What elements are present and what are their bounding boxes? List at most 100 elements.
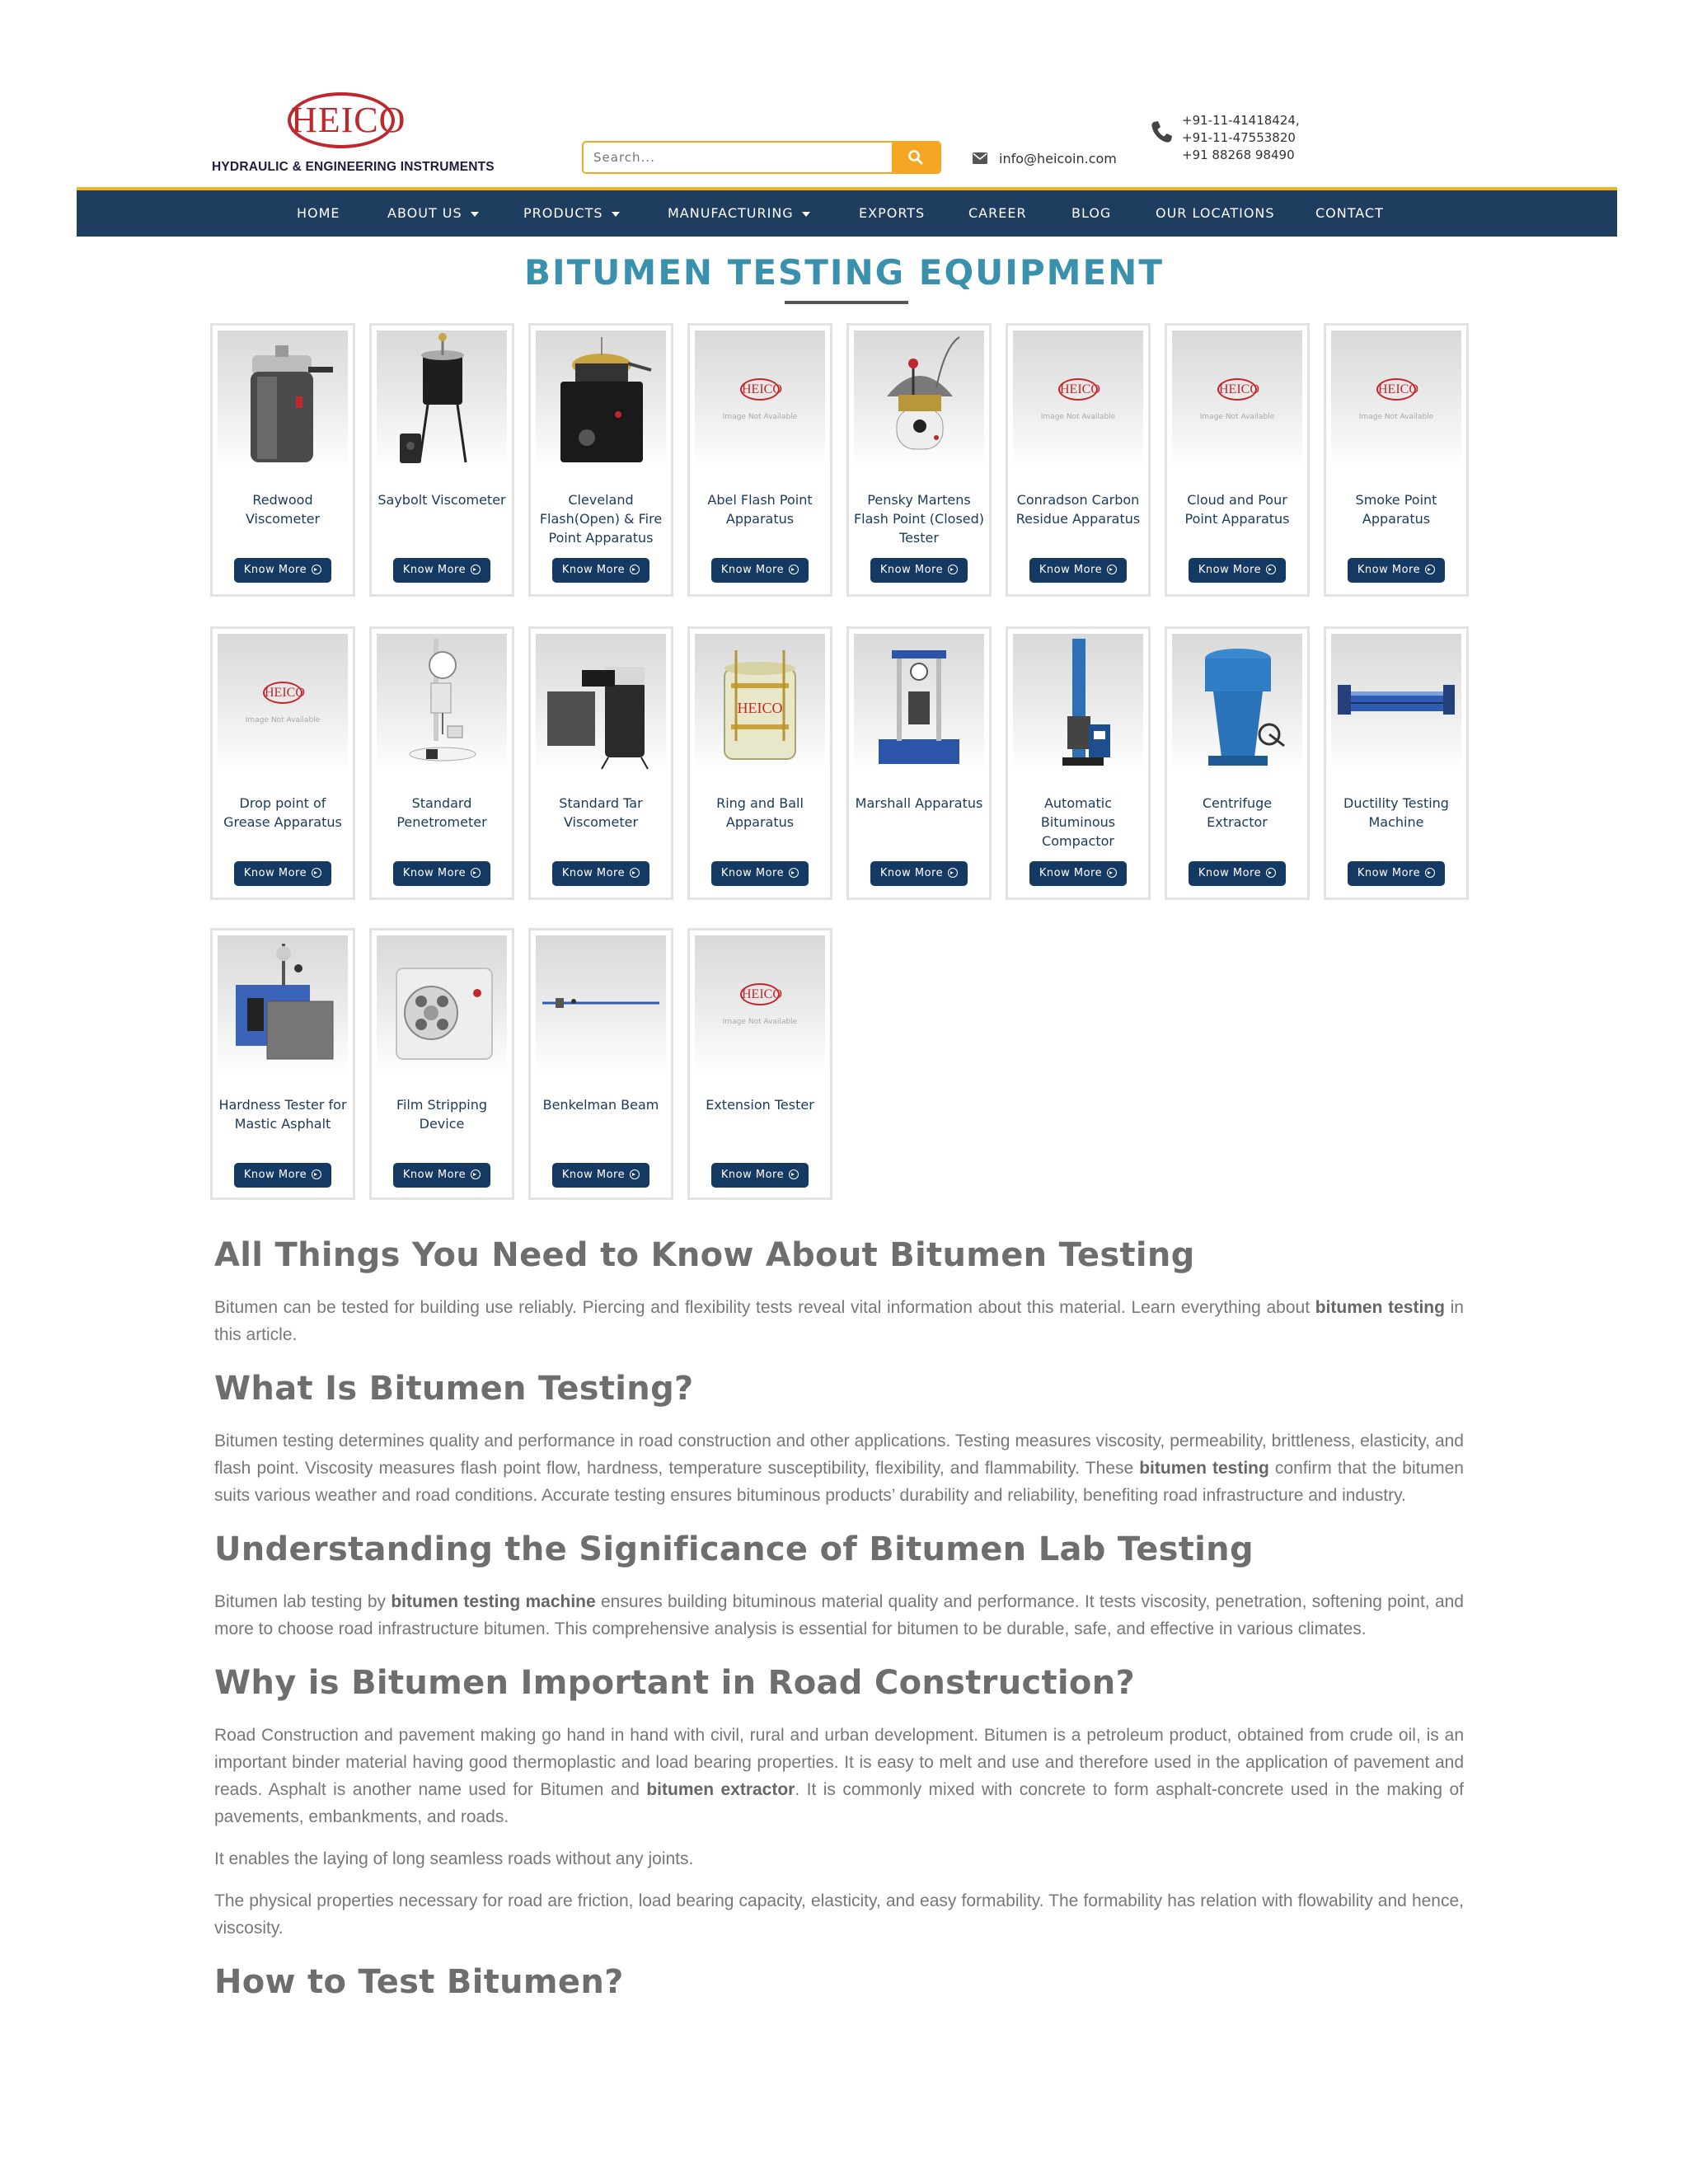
product-name[interactable]: Redwood Viscometer	[245, 492, 321, 527]
product-image[interactable]	[854, 330, 984, 469]
product-image[interactable]	[854, 634, 984, 772]
nav-item-our-locations[interactable]: OUR LOCATIONS	[1156, 190, 1275, 237]
heico-logo-icon: HEICO	[1058, 378, 1100, 401]
nav-item-products[interactable]: PRODUCTS	[523, 190, 620, 237]
product-name[interactable]: Benkelman Beam	[542, 1097, 659, 1113]
product-image[interactable]	[536, 935, 666, 1074]
product-name[interactable]: Drop point of Grease Apparatus	[223, 795, 342, 830]
know-more-button[interactable]: Know More	[552, 558, 649, 583]
know-more-button[interactable]: Know More	[1348, 558, 1445, 583]
nav-item-manufacturing[interactable]: MANUFACTURING	[668, 190, 810, 237]
product-image[interactable]: HEICO	[695, 634, 825, 772]
arrow-circle-right-icon	[312, 565, 322, 574]
product-image[interactable]	[536, 330, 666, 469]
know-more-button[interactable]: Know More	[1029, 861, 1127, 886]
nav-item-about-us[interactable]: ABOUT US	[387, 190, 479, 237]
nav-item-contact[interactable]: CONTACT	[1315, 190, 1384, 237]
nav-item-exports[interactable]: EXPORTS	[859, 190, 925, 237]
phone-number-1[interactable]: +91-11-41418424,	[1182, 113, 1300, 128]
product-name[interactable]: Cleveland Flash(Open) & Fire Point Appar…	[539, 492, 663, 546]
header-email[interactable]: info@heicoin.com	[973, 149, 1117, 167]
product-name[interactable]: Ductility Testing Machine	[1343, 795, 1449, 830]
know-more-button[interactable]: Know More	[393, 558, 490, 583]
phone-number-3[interactable]: +91 88268 98490	[1182, 148, 1295, 162]
nav-item-home[interactable]: HOME	[297, 190, 340, 237]
product-card[interactable]: Cleveland Flash(Open) & Fire Point Appar…	[528, 323, 673, 597]
know-more-button[interactable]: Know More	[234, 861, 331, 886]
know-more-button[interactable]: Know More	[711, 1163, 809, 1188]
know-more-button[interactable]: Know More	[711, 558, 809, 583]
product-name[interactable]: Standard Tar Viscometer	[559, 795, 643, 830]
product-image[interactable]	[1013, 634, 1143, 772]
product-name[interactable]: Centrifuge Extractor	[1202, 795, 1273, 830]
search-input[interactable]	[584, 143, 892, 172]
product-name[interactable]: Pensky Martens Flash Point (Closed) Test…	[853, 492, 985, 546]
product-name[interactable]: Cloud and Pour Point Apparatus	[1184, 492, 1290, 527]
product-name[interactable]: Smoke Point Apparatus	[1355, 492, 1437, 527]
product-image[interactable]	[1172, 634, 1302, 772]
know-more-button[interactable]: Know More	[393, 861, 490, 886]
know-more-button[interactable]: Know More	[393, 1163, 490, 1188]
product-name[interactable]: Ring and Ball Apparatus	[716, 795, 804, 830]
product-name[interactable]: Hardness Tester for Mastic Asphalt	[218, 1097, 347, 1132]
know-more-button[interactable]: Know More	[1189, 861, 1286, 886]
nav-item-career[interactable]: CAREER	[968, 190, 1027, 237]
site-logo[interactable]: HEICO HYDRAULIC & ENGINEERING INSTRUMENT…	[212, 92, 495, 178]
product-image[interactable]	[218, 330, 348, 469]
product-image[interactable]	[536, 634, 666, 772]
know-more-button[interactable]: Know More	[1348, 861, 1445, 886]
phone-number-2[interactable]: +91-11-47553820	[1182, 130, 1296, 145]
know-more-button[interactable]: Know More	[1029, 558, 1127, 583]
nav-item-blog[interactable]: BLOG	[1071, 190, 1111, 237]
product-image[interactable]	[377, 330, 507, 469]
product-name[interactable]: Saybolt Viscometer	[377, 492, 506, 508]
know-more-button[interactable]: Know More	[234, 1163, 331, 1188]
product-name[interactable]: Extension Tester	[706, 1097, 814, 1113]
product-name[interactable]: Standard Penetrometer	[396, 795, 487, 830]
product-image[interactable]	[218, 935, 348, 1074]
know-more-button[interactable]: Know More	[234, 558, 331, 583]
email-address[interactable]: info@heicoin.com	[999, 150, 1117, 166]
product-name[interactable]: Marshall Apparatus	[855, 795, 983, 811]
know-more-button[interactable]: Know More	[552, 1163, 649, 1188]
nav-item-label: EXPORTS	[859, 205, 926, 221]
know-more-button[interactable]: Know More	[870, 861, 968, 886]
product-name[interactable]: Film Stripping Device	[396, 1097, 488, 1132]
product-image[interactable]	[377, 634, 507, 772]
know-more-button[interactable]: Know More	[870, 558, 968, 583]
know-more-button[interactable]: Know More	[1189, 558, 1286, 583]
product-image[interactable]	[1331, 634, 1461, 772]
product-name[interactable]: Abel Flash Point Apparatus	[707, 492, 813, 527]
product-name[interactable]: Conradson Carbon Residue Apparatus	[1015, 492, 1141, 527]
know-more-button[interactable]: Know More	[552, 861, 649, 886]
search-button[interactable]	[892, 143, 940, 172]
product-name[interactable]: Automatic Bituminous Compactor	[1040, 795, 1116, 849]
product-image[interactable]	[377, 935, 507, 1074]
know-more-button[interactable]: Know More	[711, 861, 809, 886]
product-card[interactable]: Pensky Martens Flash Point (Closed) Test…	[846, 323, 992, 597]
